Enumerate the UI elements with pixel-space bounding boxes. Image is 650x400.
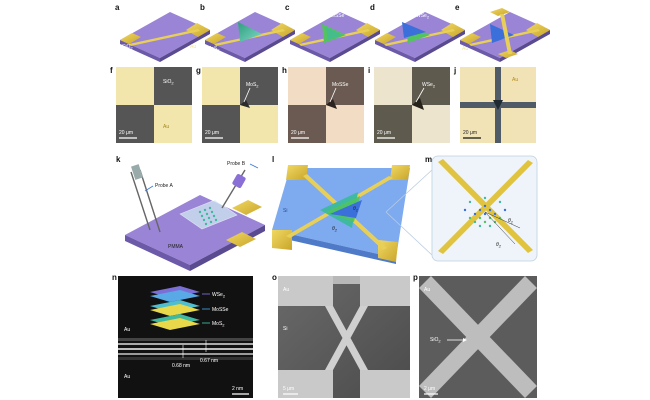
panel-e: e Au xyxy=(455,3,550,62)
probe-a-label: Probe A xyxy=(155,183,173,189)
n-au-bottom: Au xyxy=(124,374,130,380)
panel-l-substrate: Si xyxy=(283,208,287,214)
panel-i-letter: i xyxy=(368,66,370,75)
n-layer-mos2: MoS2 xyxy=(212,321,225,328)
panel-o-letter: o xyxy=(272,273,277,282)
panel-o-scale: 5 μm xyxy=(283,386,294,392)
panel-p-letter: p xyxy=(413,273,418,282)
n-layer-mosse: MoSSe xyxy=(212,307,229,313)
panel-f-letter: f xyxy=(110,66,113,75)
n-layer-stack xyxy=(150,286,200,330)
panel-b: b MoS2 xyxy=(200,3,295,62)
panel-g: g MoS2 20 μm xyxy=(196,66,278,143)
n-layer-wse2: WSe2 xyxy=(212,292,226,299)
panel-j-scale: 20 μm xyxy=(463,130,477,136)
panel-l-theta1: θ1 xyxy=(353,206,358,213)
panel-k: k Probe A Probe B PMMA xyxy=(116,155,265,271)
panel-g-letter: g xyxy=(196,66,201,75)
panel-a-letter: a xyxy=(115,3,120,12)
panel-a-substrate: SiO2 xyxy=(122,44,133,51)
panel-c-material: MoSSe xyxy=(328,13,345,19)
pmma-label: PMMA xyxy=(168,244,184,250)
panel-d-letter: d xyxy=(370,3,375,12)
panel-h: h MoSSe 20 μm xyxy=(282,66,364,143)
panel-c: c MoSSe xyxy=(285,3,380,62)
panel-j: j Au 20 μm xyxy=(453,66,536,143)
panel-p-substrate: SiO2 xyxy=(430,337,441,344)
panel-n: n WSe2 MoSSe MoS2 Au Au 0.68 nm 0.67 nm … xyxy=(112,273,253,398)
panel-d-material: WSe2 xyxy=(416,13,430,20)
panel-a-electrode: Au xyxy=(190,44,196,50)
m-lattice xyxy=(463,196,507,228)
panel-j-letter: j xyxy=(453,66,456,75)
panel-c-letter: c xyxy=(285,3,290,12)
panel-a: a SiO2 Au xyxy=(115,3,210,62)
panel-p-electrode: Au xyxy=(424,287,430,293)
panel-d: d WSe2 xyxy=(370,3,465,62)
panel-l: l Si θ1 θ2 xyxy=(272,155,433,264)
panel-g-scale: 20 μm xyxy=(205,130,219,136)
panel-l-letter: l xyxy=(272,155,274,164)
panel-n-letter: n xyxy=(112,273,117,282)
panel-o-substrate: Si xyxy=(283,326,287,332)
panel-i-material: WSe2 xyxy=(422,82,436,89)
probe-b-label: Probe B xyxy=(227,161,246,167)
panel-j-electrode: Au xyxy=(512,77,518,83)
panel-p: p Au SiO2 2 μm xyxy=(413,273,537,398)
panel-m-theta2: θ2 xyxy=(496,242,502,249)
probe-a-needle xyxy=(139,169,161,233)
panel-h-scale: 20 μm xyxy=(291,130,305,136)
n-d1: 0.68 nm xyxy=(172,363,190,369)
panel-h-letter: h xyxy=(282,66,287,75)
panel-f-electrode: Au xyxy=(163,124,169,130)
panel-b-letter: b xyxy=(200,3,205,12)
panel-o-electrode: Au xyxy=(283,287,289,293)
panel-k-letter: k xyxy=(116,155,121,164)
panel-f: f SiO2 Au 20 μm xyxy=(110,66,192,143)
panel-l-theta2: θ2 xyxy=(332,226,338,233)
n-d2: 0.67 nm xyxy=(200,358,218,364)
panel-f-scale: 20 μm xyxy=(119,130,133,136)
panel-i-scale: 20 μm xyxy=(377,130,391,136)
panel-g-material: MoS2 xyxy=(246,82,259,89)
panel-o: o Au Si 5 μm xyxy=(272,273,410,398)
panel-e-electrode: Au xyxy=(462,46,468,52)
panel-b-material: MoS2 xyxy=(207,46,220,53)
panel-p-scale: 2 μm xyxy=(424,386,435,392)
panel-h-material: MoSSe xyxy=(332,82,349,88)
panel-f-substrate: SiO2 xyxy=(163,79,174,86)
panel-m: m θ1 θ2 xyxy=(425,155,538,262)
n-au-top: Au xyxy=(124,327,130,333)
n-scale: 2 nm xyxy=(232,386,243,392)
panel-i: i WSe2 20 μm xyxy=(368,66,450,143)
panel-e-letter: e xyxy=(455,3,460,12)
k-crystal-dots xyxy=(198,206,218,226)
panel-m-letter: m xyxy=(425,155,432,164)
panel-m-theta1: θ1 xyxy=(508,218,513,225)
